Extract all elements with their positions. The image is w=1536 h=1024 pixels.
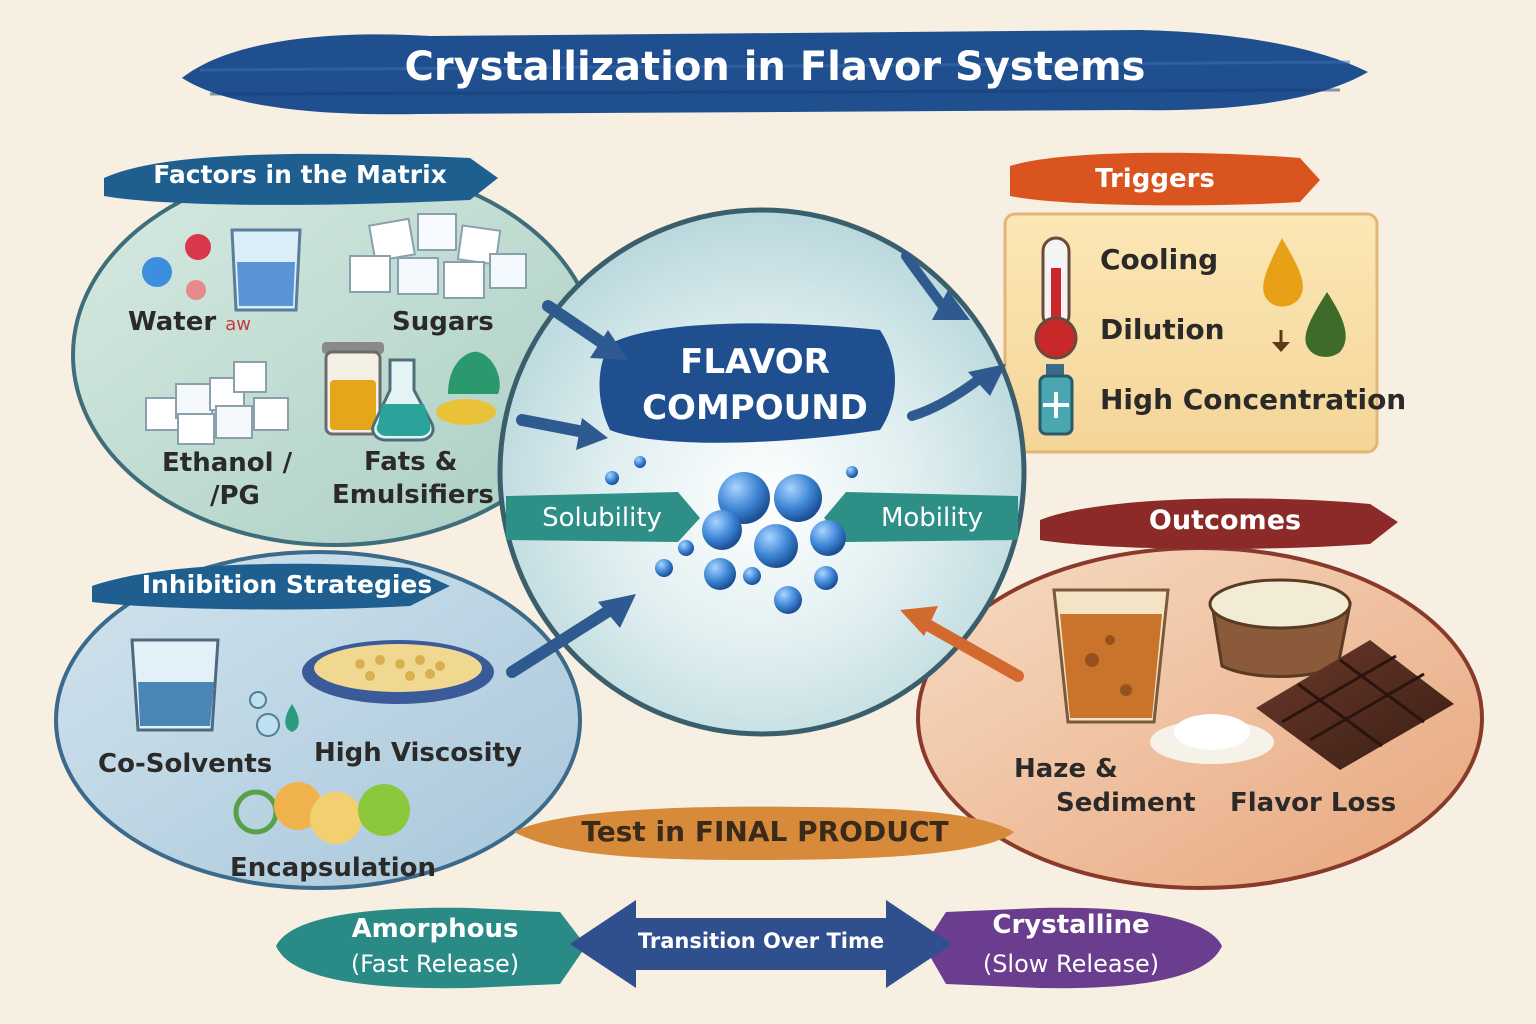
water-molecule-icon [142,234,211,300]
amorphous-label: Amorphous [351,914,519,944]
dilution-drops-icon [1263,238,1346,357]
triggers-box [1003,152,1379,454]
sugars-label: Sugars [392,307,494,337]
powder-bowl-icon [1208,578,1352,678]
arrow-water-to-center [542,300,628,360]
crystalline-sublabel: (Slow Release) [982,950,1160,978]
center-title-line1: FLAVOR [680,342,830,382]
emulsifier-shapes-icon [436,351,500,425]
crystal-cluster-icon [605,456,858,614]
factors-heading: Factors in the Matrix [153,160,447,189]
water-label: Water aw [128,307,252,337]
thermometer-icon [1034,236,1078,360]
water-activity-sub: aw [225,314,252,335]
ice-cubes-icon [145,361,289,445]
factors-bubble [71,153,599,547]
encapsulation-label: Encapsulation [230,853,436,883]
arrow-inhibition-to-center [506,594,636,678]
chocolate-bar-icon [1256,640,1454,770]
trigger-cooling: Cooling [1100,243,1219,276]
trigger-high-concentration: High Concentration [1100,383,1407,416]
amorphous-shape [276,907,586,989]
beaker-water-icon [230,228,302,312]
test-banner-shape [514,806,1014,860]
ethanol-label-line2: /PG [210,481,260,511]
viscosity-label: High Viscosity [314,738,522,768]
center-circle [497,207,1027,737]
oil-jar-icon [322,342,384,436]
flask-emulsion-icon [371,358,435,442]
transition-over-time-label: Transition Over Time [637,929,885,953]
sugar-cubes-icon [349,213,527,299]
center-title-line2: COMPOUND [642,388,868,428]
mobility-label: Mobility [880,503,984,533]
outcomes-heading: Outcomes [1148,505,1302,536]
solubility-label: Solubility [542,503,662,533]
flavor-loss-label: Flavor Loss [1230,788,1397,818]
haze-label-line2: Sediment [1056,788,1196,818]
mobility-tag-shape [824,492,1018,542]
cosolvents-label: Co-Solvents [98,749,273,779]
capsules-icon [233,782,410,844]
fats-label-line2: Emulsifiers [332,480,494,510]
solubility-tag-shape [506,492,700,542]
inhibition-bubble [54,550,582,890]
arrow-outcomes-to-center [900,606,1024,682]
arrow-center-to-triggers-top [901,251,970,320]
medicine-bottle-icon [1038,364,1074,436]
outcomes-bubble [916,498,1484,890]
fats-label-line1: Fats & [364,447,458,477]
viscous-bowl-icon [302,640,494,704]
sediment-pile-icon [1150,714,1274,764]
water-text: Water [128,307,217,337]
arrow-ethanol-to-center [516,414,608,450]
beaker-cosolvent-icon [130,638,220,732]
arrow-center-to-triggers [907,364,1006,421]
triggers-heading: Triggers [1095,164,1215,194]
droplets-icon [249,691,299,737]
ethanol-label-line1: Ethanol / [162,448,293,478]
title-banner [182,30,1368,115]
transition-row [276,900,1222,989]
hazy-glass-icon [1052,588,1170,724]
haze-label-line1: Haze & [1014,754,1118,784]
inhibition-heading: Inhibition Strategies [141,570,433,599]
test-in-final-product-label: Test in FINAL PRODUCT [581,815,949,848]
crystalline-label: Crystalline [992,910,1150,940]
amorphous-sublabel: (Fast Release) [350,950,520,978]
trigger-dilution: Dilution [1100,313,1225,346]
crystalline-shape [924,907,1222,989]
page-title: Crystallization in Flavor Systems [404,44,1146,90]
double-arrow-shape [570,900,952,988]
